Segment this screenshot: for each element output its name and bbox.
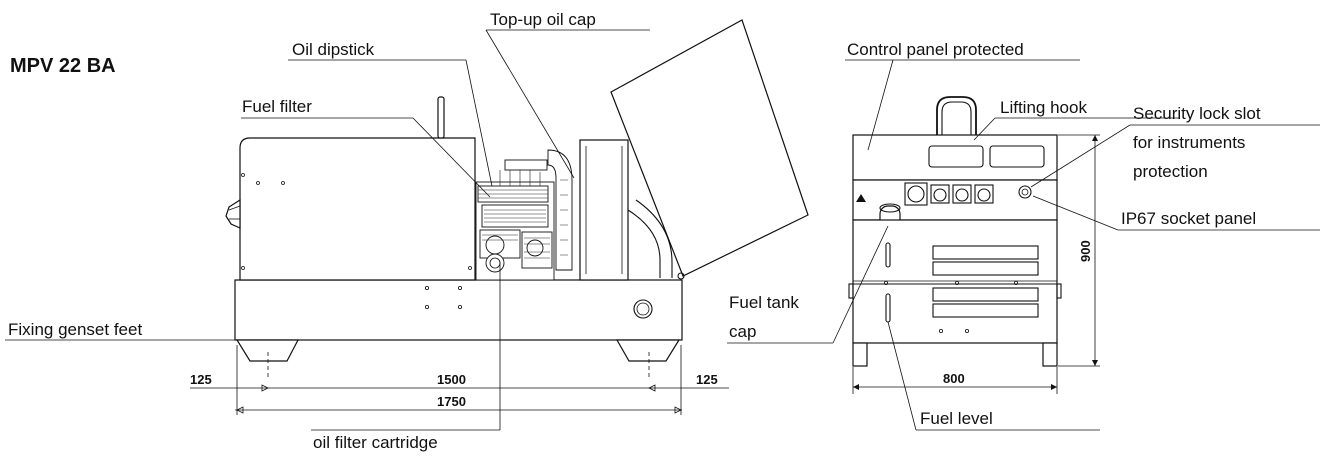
front-right-foot bbox=[1042, 342, 1058, 367]
lower-body bbox=[852, 219, 1058, 344]
label-oil-dipstick: Oil dipstick bbox=[292, 40, 375, 59]
right-foot bbox=[615, 339, 681, 362]
ip67-sockets bbox=[904, 179, 1000, 206]
label-control-panel-protected: Control panel protected bbox=[847, 40, 1024, 59]
warning-icon bbox=[856, 194, 866, 202]
security-lock-slot bbox=[1018, 185, 1032, 199]
radiator bbox=[579, 139, 629, 281]
left-foot bbox=[235, 339, 299, 362]
side-view: 125 1500 125 1750 Top-up oil cap Oil dip… bbox=[5, 10, 809, 452]
label-fixing-genset-feet: Fixing genset feet bbox=[8, 320, 142, 339]
open-canopy-door bbox=[610, 19, 809, 277]
label-lifting-hook: Lifting hook bbox=[1000, 98, 1087, 117]
dim-right-offset: 125 bbox=[696, 372, 718, 387]
air-intake bbox=[225, 198, 241, 229]
dim-height: 900 bbox=[1078, 240, 1093, 262]
front-left-foot bbox=[852, 342, 868, 367]
canopy-body bbox=[239, 137, 476, 281]
label-fuel-tank-cap-line2: cap bbox=[729, 322, 756, 341]
base-filler-circle bbox=[633, 299, 653, 319]
control-panel-cover bbox=[852, 134, 1058, 181]
base-frame bbox=[234, 279, 683, 341]
label-top-up-oil-cap: Top-up oil cap bbox=[490, 10, 596, 29]
dim-left-offset: 125 bbox=[190, 372, 212, 387]
label-oil-filter-cartridge: oil filter cartridge bbox=[313, 433, 438, 452]
dim-width: 800 bbox=[943, 371, 965, 386]
oil-filter-cartridge-shape bbox=[485, 253, 505, 273]
label-security-lock-line3: protection bbox=[1133, 162, 1208, 181]
label-security-lock-line1: Security lock slot bbox=[1133, 104, 1261, 123]
dim-overall-length: 1750 bbox=[437, 394, 466, 409]
label-fuel-tank-cap-line1: Fuel tank bbox=[729, 293, 799, 312]
lifting-hook bbox=[936, 96, 977, 135]
label-security-lock-line2: for instruments bbox=[1133, 133, 1245, 152]
label-ip67-socket-panel: IP67 socket panel bbox=[1121, 209, 1256, 228]
dim-foot-span: 1500 bbox=[437, 372, 466, 387]
front-view: 800 900 Control panel protected Lifting … bbox=[727, 40, 1320, 431]
label-fuel-filter: Fuel filter bbox=[242, 97, 312, 116]
engine-block bbox=[475, 139, 673, 281]
exhaust-pipe bbox=[437, 96, 445, 139]
model-title: MPV 22 BA bbox=[10, 55, 116, 77]
label-fuel-level: Fuel level bbox=[920, 409, 993, 428]
